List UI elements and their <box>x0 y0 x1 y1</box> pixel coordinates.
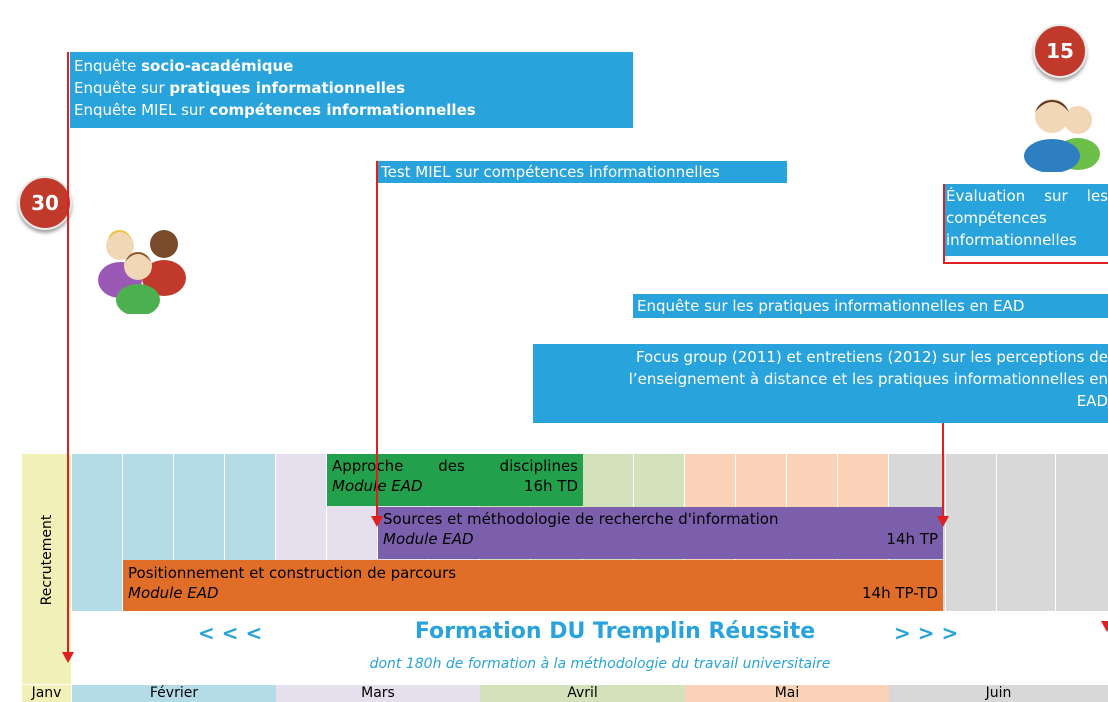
count-badge-30: 30 <box>18 176 72 230</box>
pair-people-icon <box>1024 99 1100 172</box>
focus-group-line-3: EAD <box>1076 392 1108 410</box>
module-positionnement: Positionnement et construction de parcou… <box>123 560 943 611</box>
evaluation-line-3: informationnelles <box>946 231 1077 249</box>
connector-line-enquetes <box>67 52 69 653</box>
test-miel-label: Test MIEL sur compétences informationnel… <box>377 161 787 183</box>
module-sources-type: Module EAD <box>383 530 474 548</box>
enquete-ead-label: Enquête sur les pratiques informationnel… <box>633 294 1108 318</box>
focus-group-line-2: l’enseignement à distance et les pratiqu… <box>628 370 1108 388</box>
grid-cell <box>1056 454 1108 611</box>
group-people-icon <box>98 230 186 314</box>
module-sources-details: Module EAD 14h TP <box>383 529 938 549</box>
module-sources-hours: 14h TP <box>886 530 938 548</box>
module-approche: Approche des disciplines Module EAD 16h … <box>327 454 583 506</box>
survey-box: Enquête socio-académique Enquête sur pra… <box>70 52 633 128</box>
module-approche-title-a: Approche <box>332 457 404 475</box>
module-sources-title: Sources et méthodologie de recherche d'i… <box>383 510 779 528</box>
month-avril: Avril <box>480 685 685 702</box>
arrow-head-focus-group <box>937 516 949 527</box>
arrow-head-enquetes <box>62 652 74 663</box>
month-mars: Mars <box>276 685 480 702</box>
module-positionnement-title: Positionnement et construction de parcou… <box>128 564 457 582</box>
connector-line-focus-group <box>942 423 944 517</box>
survey-line-3-bold: compétences informationnelles <box>209 101 476 119</box>
evaluation-line-1: Évaluation sur les <box>946 187 1108 205</box>
survey-line-1-prefix: Enquête <box>74 57 142 75</box>
survey-line-2-bold: pratiques informationnelles <box>169 79 406 97</box>
month-mai: Mai <box>685 685 889 702</box>
month-juin: Juin <box>889 685 1108 702</box>
grid-cell <box>72 454 123 611</box>
module-approche-title-b: des <box>438 457 465 475</box>
module-approche-details: Module EAD 16h TD <box>332 476 578 496</box>
survey-line-3-prefix: Enquête MIEL sur <box>74 101 210 119</box>
survey-line-2: Enquête sur pratiques informationnelles <box>74 77 629 99</box>
arrow-head-juin <box>1101 621 1108 632</box>
month-janv: Janv <box>22 685 71 702</box>
evaluation-box: Évaluation sur les compétences informati… <box>943 184 1108 256</box>
recrutement-label: Recrutement <box>39 514 55 606</box>
grid-cell <box>946 454 997 611</box>
month-fevrier: Février <box>72 685 276 702</box>
arrow-head-test-miel <box>371 516 383 527</box>
connector-line-evaluation <box>943 184 945 264</box>
formation-subtitle: dont 180h de formation à la méthodologie… <box>369 656 831 672</box>
count-badge-15: 15 <box>1033 24 1087 78</box>
module-sources: Sources et méthodologie de recherche d'i… <box>378 507 943 559</box>
grid-cell <box>997 454 1056 611</box>
formation-title: Formation DU Tremplin Réussite <box>414 619 816 644</box>
survey-line-2-prefix: Enquête sur <box>74 79 170 97</box>
formation-arrows-left: < < < <box>198 621 263 645</box>
module-positionnement-details: Module EAD 14h TP-TD <box>128 583 938 603</box>
survey-line-1: Enquête socio-académique <box>74 55 629 77</box>
module-approche-title-c: disciplines <box>499 457 578 475</box>
survey-line-1-bold: socio-académique <box>141 57 294 75</box>
formation-arrows-right: > > > <box>894 621 959 645</box>
evaluation-line-2: compétences <box>946 209 1047 227</box>
module-approche-hours: 16h TD <box>523 477 578 495</box>
focus-group-line-1: Focus group (2011) et entretiens (2012) … <box>635 348 1108 366</box>
module-positionnement-hours: 14h TP-TD <box>862 584 938 602</box>
survey-line-3: Enquête MIEL sur compétences information… <box>74 99 629 121</box>
focus-group-box: Focus group (2011) et entretiens (2012) … <box>533 344 1108 423</box>
module-approche-title: Approche des disciplines <box>332 456 578 476</box>
recrutement-column <box>22 454 71 684</box>
connector-line-test-miel <box>376 161 378 517</box>
module-positionnement-type: Module EAD <box>128 584 219 602</box>
connector-hline-evaluation <box>943 262 1108 264</box>
